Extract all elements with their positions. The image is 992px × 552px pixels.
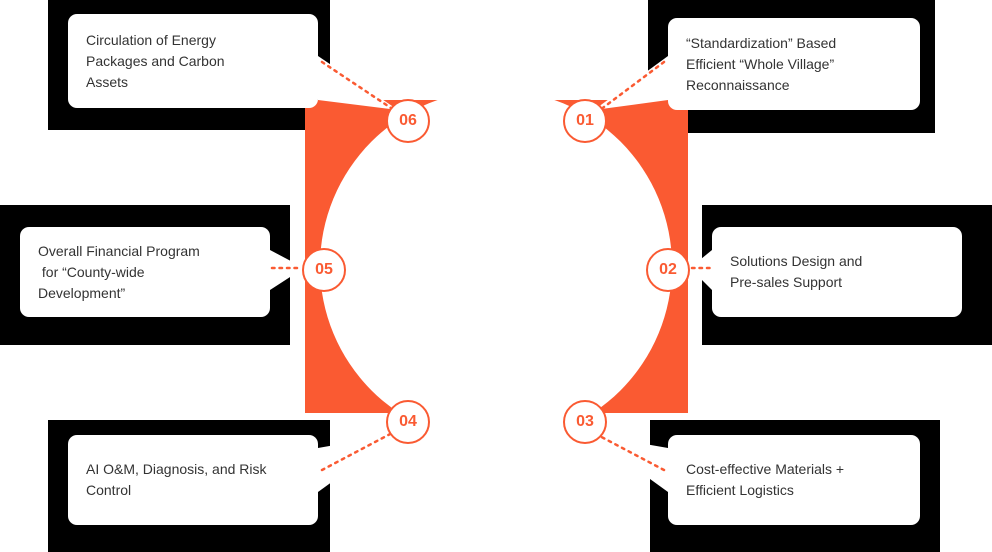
step-badge-number: 01 — [576, 112, 594, 129]
step-card-label: AI O&M, Diagnosis, and Risk Control — [86, 461, 267, 498]
step-card-label: Cost-effective Materials + Efficient Log… — [686, 461, 845, 498]
center-white-circle — [320, 90, 672, 442]
step-badge-03: 03 — [563, 400, 607, 444]
step-badge-number: 03 — [576, 413, 594, 430]
step-card-04: AI O&M, Diagnosis, and Risk Control — [68, 435, 318, 525]
step-card-label: “Standardization” Based Efficient “Whole… — [686, 34, 837, 93]
step-badge-04: 04 — [386, 400, 430, 444]
pointer-triangle-04 — [318, 434, 398, 492]
step-card-02: Solutions Design and Pre-sales Support — [712, 227, 962, 317]
step-badge-05: 05 — [302, 248, 346, 292]
step-card-label: Circulation of Energy Packages and Carbo… — [86, 31, 225, 90]
step-card-06: Circulation of Energy Packages and Carbo… — [68, 14, 318, 108]
step-card-label: Solutions Design and Pre-sales Support — [730, 253, 863, 290]
step-badge-01: 01 — [563, 99, 607, 143]
step-badge-number: 06 — [399, 112, 417, 129]
step-card-label: Overall Financial Program for “County-wi… — [38, 242, 200, 301]
step-badge-number: 02 — [659, 261, 677, 278]
step-badge-number: 05 — [315, 261, 333, 278]
step-badge-number: 04 — [399, 413, 417, 430]
step-card-05: Overall Financial Program for “County-wi… — [20, 227, 270, 317]
step-card-03: Cost-effective Materials + Efficient Log… — [668, 435, 920, 525]
dotted-connector-04 — [320, 430, 396, 472]
step-badge-02: 02 — [646, 248, 690, 292]
step-badge-06: 06 — [386, 99, 430, 143]
step-card-01: “Standardization” Based Efficient “Whole… — [668, 18, 920, 110]
